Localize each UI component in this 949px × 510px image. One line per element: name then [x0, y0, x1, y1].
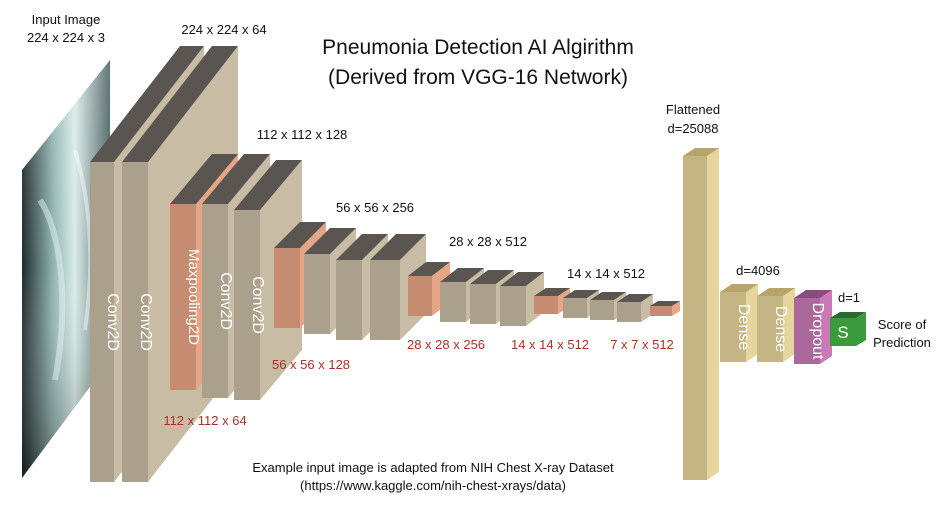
block-top-face	[757, 288, 795, 296]
block-front-face	[408, 276, 432, 316]
block-front-face	[534, 296, 558, 314]
output-dim-label: d=1	[838, 290, 860, 305]
block-front-face	[122, 162, 148, 482]
block-side-face	[746, 284, 758, 362]
block-top-face	[234, 160, 302, 210]
pool-label-2: 56 x 56 x 128	[272, 357, 350, 372]
score-label-2: Prediction	[873, 335, 931, 350]
block-front-face	[370, 260, 400, 340]
block-label-dense: Dense	[772, 306, 789, 352]
block-front-face	[440, 282, 466, 322]
block-top-face	[336, 234, 388, 260]
dim-label-28: 28 x 28 x 512	[449, 234, 527, 249]
block-front-face	[304, 254, 330, 334]
block-top-face	[304, 228, 356, 254]
pool-label-1: 112 x 112 x 64	[163, 413, 246, 428]
pool-label-5: 7 x 7 x 512	[610, 337, 674, 352]
block-front-face	[336, 260, 362, 340]
block-label-dropout: Dropout	[809, 303, 826, 360]
layer-block-softmax-23: S	[830, 312, 866, 346]
layer-block-dense-19	[683, 148, 719, 480]
block-front-face	[590, 300, 614, 320]
block-front-face	[170, 204, 196, 390]
block-side-face	[820, 290, 832, 364]
layer-block-pool-18	[650, 301, 680, 316]
title-line-1: Pneumonia Detection AI Algirithm	[322, 36, 634, 59]
input-label: Input Image	[32, 12, 101, 27]
block-label-conv: Conv2D	[137, 293, 154, 351]
block-front-face	[830, 318, 856, 346]
dim-label-14: 14 x 14 x 512	[567, 266, 645, 281]
dim-label-56: 56 x 56 x 256	[336, 200, 414, 215]
layer-block-dropout-22: Dropout	[794, 290, 832, 364]
block-front-face	[617, 302, 641, 322]
block-top-face	[794, 290, 832, 298]
block-front-face	[500, 286, 526, 326]
block-top-face	[202, 154, 270, 204]
block-label-conv: Conv2D	[249, 276, 266, 334]
block-front-face	[794, 298, 820, 364]
input-xray-image	[22, 60, 110, 478]
layer-block-conv-17	[617, 294, 653, 322]
block-front-face	[720, 292, 746, 362]
pool-label-3: 28 x 28 x 256	[407, 337, 485, 352]
title-line-2: (Derived from VGG-16 Network)	[328, 66, 628, 89]
block-front-face	[650, 306, 672, 316]
block-side-face	[856, 312, 866, 346]
block-top-face	[370, 234, 426, 260]
block-label-conv: Conv2D	[104, 293, 121, 351]
block-label-conv: Conv2D	[217, 272, 234, 330]
block-top-face	[440, 268, 484, 282]
flattened-dim: d=25088	[668, 121, 719, 136]
block-top-face	[683, 148, 719, 156]
pool-label-4: 14 x 14 x 512	[511, 337, 589, 352]
block-top-face	[534, 288, 570, 296]
block-label-softmax: S	[837, 323, 848, 342]
block-front-face	[234, 210, 260, 400]
block-label-dense: Dense	[735, 304, 752, 350]
block-top-face	[470, 270, 514, 284]
block-front-face	[90, 162, 114, 482]
block-front-face	[683, 156, 707, 480]
flattened-label: Flattened	[666, 102, 720, 117]
block-top-face	[830, 312, 866, 318]
dim-label-112: 112 x 112 x 128	[257, 127, 348, 142]
dense-dim-label: d=4096	[736, 263, 780, 278]
score-label-1: Score of	[878, 317, 927, 332]
block-top-face	[500, 272, 544, 286]
block-side-face	[707, 148, 719, 480]
block-top-face	[590, 292, 626, 300]
block-front-face	[563, 298, 587, 318]
block-top-face	[720, 284, 758, 292]
footer-line-2: (https://www.kaggle.com/nih-chest-xrays/…	[300, 478, 566, 493]
layer-blocks: Conv2D Conv2D Maxpooling2D Conv2D Conv2D Dens…	[90, 46, 866, 482]
block-front-face	[470, 284, 496, 324]
block-top-face	[274, 222, 326, 248]
block-top-face	[122, 46, 238, 162]
layer-block-dense-20: Dense	[720, 284, 758, 362]
footer-line-1: Example input image is adapted from NIH …	[252, 460, 614, 475]
dim-label-224: 224 x 224 x 64	[181, 22, 266, 37]
block-top-face	[563, 290, 599, 298]
block-side-face	[783, 288, 795, 362]
layer-block-dense-21: Dense	[757, 288, 795, 362]
block-top-face	[408, 262, 450, 276]
block-label-maxpool: Maxpooling2D	[185, 249, 202, 345]
input-dims: 224 x 224 x 3	[27, 30, 105, 45]
block-top-face	[650, 301, 680, 306]
block-top-face	[170, 154, 238, 204]
block-front-face	[202, 204, 228, 398]
block-top-face	[617, 294, 653, 302]
block-front-face	[757, 296, 783, 362]
block-top-face	[90, 46, 204, 162]
block-front-face	[274, 248, 300, 328]
